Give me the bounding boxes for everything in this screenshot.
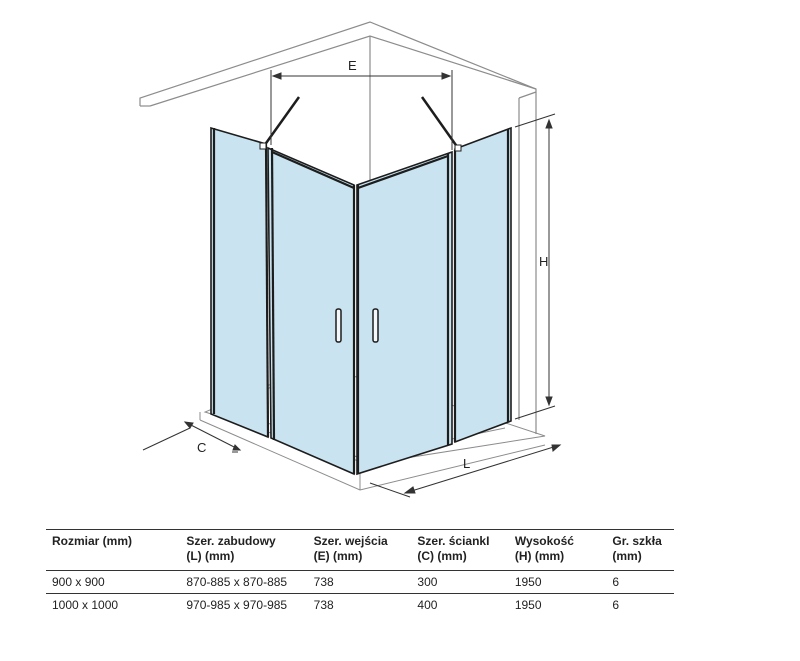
cell-entry-width: 738 [307, 570, 412, 594]
dimension-label-e: E [348, 58, 357, 73]
stabilizer-bars [259, 96, 462, 152]
table-header-row: Rozmiar (mm) Szer. zabudowy (L) (mm) Sze… [46, 529, 674, 571]
left-handle-icon [335, 308, 342, 343]
table-row: 1000 x 1000 970-985 x 970-985 738 400 19… [46, 594, 674, 617]
bathroom-walls [139, 21, 537, 434]
cell-glass-thickness: 6 [606, 570, 674, 594]
right-fixed-panel [454, 126, 512, 444]
cell-panel-width: 400 [417, 597, 438, 612]
left-fixed-panel [210, 126, 269, 439]
door-handles [335, 308, 379, 343]
cell-build-width: 870-885 x 870-885 [180, 570, 308, 594]
specification-table: Rozmiar (mm) Szer. zabudowy (L) (mm) Sze… [46, 529, 674, 616]
shower-enclosure-diagram: E H C L [139, 21, 562, 498]
header-size: Rozmiar (mm) [46, 529, 181, 571]
cell-height: 1950 [508, 570, 607, 594]
table-row: 900 x 900 870-885 x 870-885 738 300 1950… [46, 570, 674, 594]
header-height: Wysokość (H) (mm) [508, 529, 607, 571]
dimension-label-c: C [197, 440, 206, 455]
right-stabilizer-bar [420, 96, 460, 149]
frame-profiles [212, 128, 510, 474]
right-door-panel [356, 150, 453, 476]
header-panel-width: Szer. ściankI (C) (mm) [411, 529, 509, 571]
dimension-label-l: L [463, 456, 470, 471]
right-handle-icon [372, 308, 379, 343]
header-build-width: Szer. zabudowy (L) (mm) [180, 529, 308, 571]
header-entry-width: Szer. wejścia (E) (mm) [307, 529, 412, 571]
cell-panel-width: 300 [411, 570, 509, 594]
glass-panels [210, 126, 512, 476]
cell-size: 1000 x 1000 [52, 597, 119, 612]
dimension-label-h: H [539, 254, 548, 269]
header-glass-thickness: Gr. szkła (mm) [606, 529, 674, 571]
cell-glass-thickness: 6 [612, 597, 620, 612]
cell-size: 900 x 900 [46, 570, 181, 594]
cell-build-width: 970-985 x 970-985 [186, 597, 288, 612]
dimension-lines [142, 70, 562, 498]
cell-entry-width: 738 [313, 597, 334, 612]
cell-height: 1950 [514, 597, 542, 612]
left-stabilizer-bar [262, 96, 301, 147]
